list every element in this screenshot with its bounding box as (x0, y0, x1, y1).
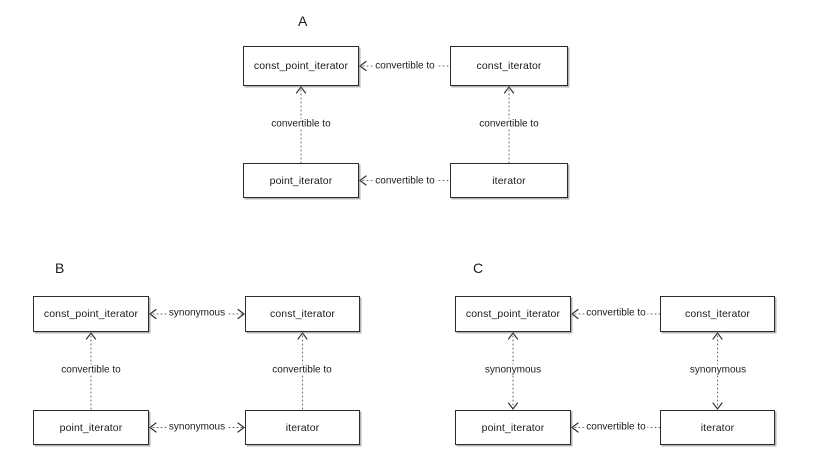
node-label: const_iterator (476, 60, 542, 72)
arrowhead-down (712, 402, 723, 410)
panel-label-c: C (473, 260, 484, 276)
arrowhead-left (571, 308, 579, 320)
node-box-iterator[interactable]: iterator (660, 410, 775, 445)
arrowhead-right (237, 308, 245, 320)
node-box-const-point-iterator[interactable]: const_point_iterator (243, 46, 359, 86)
edge-synonymous (712, 331, 723, 411)
node-box-point-iterator[interactable]: point_iterator (455, 410, 571, 445)
node-label: iterator (700, 421, 735, 434)
node-label: point_iterator (59, 421, 123, 434)
node-label: point_iterator (481, 421, 545, 434)
node-label: iterator (492, 174, 526, 187)
node-box-const-point-iterator[interactable]: const_point_iterator (33, 296, 149, 332)
edge-label: convertible to (373, 60, 437, 72)
arrowhead-left (359, 175, 367, 186)
node-box-const-iterator[interactable]: const_iterator (450, 46, 568, 86)
node-label: const_point_iterator (465, 308, 561, 320)
node-label: const_iterator (269, 308, 335, 320)
edge-label: convertible to (373, 175, 437, 187)
edge-label: convertible to (584, 307, 648, 319)
arrowhead-up (503, 86, 515, 94)
arrowhead-right (237, 422, 245, 433)
node-box-const-point-iterator[interactable]: const_point_iterator (455, 296, 571, 332)
node-label: const_point_iterator (253, 60, 349, 72)
edge-label: synonymous (482, 364, 544, 376)
arrowhead-up (712, 332, 723, 340)
arrowhead-left (359, 60, 367, 72)
edge-label: convertible to (477, 118, 541, 130)
edge-label: synonymous (166, 307, 228, 319)
node-box-point-iterator[interactable]: point_iterator (33, 410, 149, 445)
edge-convertible-to (297, 331, 308, 411)
edge-label: convertible to (270, 364, 334, 376)
node-box-iterator[interactable]: iterator (450, 163, 568, 198)
arrowhead-left (149, 308, 157, 320)
node-label: const_point_iterator (43, 308, 139, 320)
edge-label: synonymous (166, 421, 228, 433)
node-label: const_iterator (684, 308, 750, 320)
edge-convertible-to (85, 331, 97, 411)
edge-label: convertible to (59, 364, 123, 376)
panel-label-a: A (298, 13, 308, 29)
arrowhead-up (85, 332, 97, 340)
edge-label: convertible to (269, 118, 333, 130)
node-label: point_iterator (269, 174, 333, 187)
arrowhead-up (297, 332, 308, 340)
arrowhead-up (295, 86, 307, 94)
node-label: iterator (285, 421, 320, 434)
edge-convertible-to (295, 85, 307, 164)
node-box-iterator[interactable]: iterator (245, 410, 360, 445)
edge-label: synonymous (687, 364, 749, 376)
edge-convertible-to (503, 85, 515, 164)
edge-label: convertible to (584, 421, 648, 433)
edge-synonymous (507, 331, 519, 411)
node-box-point-iterator[interactable]: point_iterator (243, 163, 359, 198)
panel-label-b: B (55, 260, 65, 276)
arrowhead-left (571, 422, 579, 433)
arrowhead-up (507, 332, 519, 340)
node-box-const-iterator[interactable]: const_iterator (245, 296, 360, 332)
arrowhead-left (149, 422, 157, 433)
node-box-const-iterator[interactable]: const_iterator (660, 296, 775, 332)
arrowhead-down (507, 402, 519, 410)
